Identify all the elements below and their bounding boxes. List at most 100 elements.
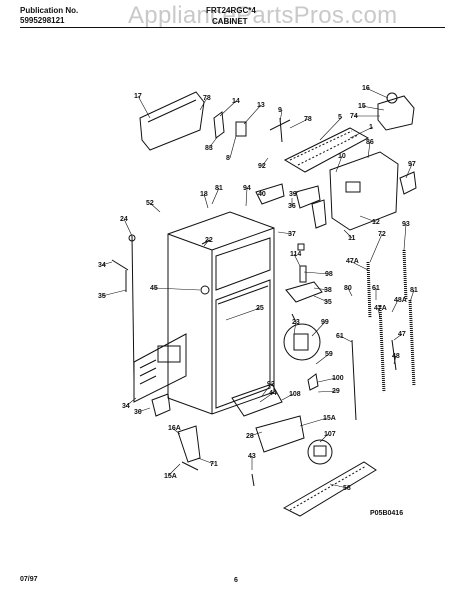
part-callout-40: 40 (258, 191, 266, 198)
part-callout-17: 17 (134, 93, 142, 100)
part-callout-28: 28 (246, 433, 254, 440)
hinge-part (231, 383, 283, 417)
leader-line (203, 239, 210, 247)
leader-line (313, 295, 329, 303)
leader-line (329, 483, 348, 489)
part-callout-29: 29 (332, 388, 340, 395)
leader-line (259, 392, 274, 403)
part-callout-34: 34 (98, 262, 106, 269)
leader-line (245, 187, 248, 207)
leader-line (315, 353, 330, 365)
light-shield-part (377, 95, 415, 131)
leader-line (137, 407, 151, 413)
bracket-part (213, 111, 225, 139)
part-callout-59: 59 (325, 351, 333, 358)
header-rule (20, 27, 445, 28)
publication-label: Publication No. (20, 6, 79, 15)
rail-part (366, 261, 372, 319)
part-callout-47: 47 (398, 331, 406, 338)
part-callout-30: 30 (134, 409, 142, 416)
part-callout-80: 80 (344, 285, 352, 292)
leader-line (125, 397, 137, 407)
leveler-part (177, 425, 201, 463)
leader-line (101, 289, 127, 297)
leader-line (292, 191, 299, 195)
leader-line (403, 223, 407, 251)
part-callout-86: 86 (366, 139, 374, 146)
part-callout-93: 93 (402, 221, 410, 228)
leader-line (359, 215, 377, 223)
part-callout-98: 98 (325, 271, 333, 278)
detail-magnifier (283, 323, 321, 361)
part-callout-23: 23 (292, 319, 300, 326)
part-callout-11: 11 (348, 235, 356, 242)
leader-line (203, 193, 209, 209)
part-callout-24: 24 (120, 216, 128, 223)
leader-line (319, 116, 343, 141)
leader-line (171, 427, 181, 435)
leader-line (153, 287, 201, 291)
leader-line (137, 95, 151, 119)
part-callout-1: 1 (369, 124, 373, 131)
leader-line (208, 135, 219, 149)
leader-line (393, 333, 403, 341)
part-callout-37: 37 (288, 231, 296, 238)
part-callout-12: 12 (372, 219, 380, 226)
part-callout-83: 83 (205, 145, 213, 152)
part-callout-44: 44 (269, 390, 277, 397)
leader-line (289, 118, 309, 129)
leader-line (367, 141, 371, 159)
part-callout-107: 107 (324, 431, 336, 438)
leader-line (229, 135, 237, 159)
control-housing-part (329, 151, 399, 231)
part-callout-47a: 47A (374, 305, 387, 312)
rear-panel-part (133, 333, 187, 403)
part-callout-45: 45 (150, 285, 158, 292)
leader-line (261, 383, 272, 397)
part-callout-35: 35 (324, 299, 332, 306)
part-callout-92: 92 (258, 163, 266, 170)
fan-blade-part (269, 117, 291, 143)
leader-line (243, 104, 262, 125)
leader-line (365, 87, 389, 99)
leader-line (249, 431, 263, 437)
leader-line (313, 287, 329, 291)
part-callout-15a: 15A (164, 473, 177, 480)
part-callout-16a: 16A (168, 425, 181, 432)
part-callout-48a: 48A (394, 297, 407, 304)
leader-line (199, 97, 208, 111)
leader-line (303, 271, 330, 275)
part-callout-25: 25 (256, 305, 264, 312)
part-callout-58: 58 (343, 485, 351, 492)
evaporator-cover-part (283, 127, 370, 173)
leader-line (101, 261, 113, 266)
leader-line (293, 321, 297, 335)
leader-line (393, 355, 397, 365)
leader-line (317, 390, 337, 393)
leader-line (369, 233, 383, 263)
leader-line (293, 253, 301, 267)
leader-line (377, 307, 381, 319)
part-callout-71: 71 (210, 461, 218, 468)
leader-line (211, 187, 220, 205)
part-callout-5: 5 (338, 114, 342, 121)
part-callout-114: 114 (290, 251, 301, 258)
leader-line (167, 463, 181, 477)
leader-line (391, 299, 399, 313)
leader-line (409, 289, 415, 303)
part-callout-8: 8 (226, 155, 230, 162)
part-callout-39: 39 (289, 191, 297, 198)
part-callout-81: 81 (215, 185, 223, 192)
drain-tube-part (131, 235, 135, 381)
watermark-text: AppliancePartsPros.com (128, 2, 398, 29)
leader-line (299, 417, 328, 427)
part-callout-100: 100 (332, 375, 344, 382)
part-callout-9: 9 (278, 107, 282, 114)
footer-date: 07/97 (20, 576, 38, 583)
part-callout-108: 108 (289, 391, 301, 398)
leader-line (219, 100, 237, 117)
part-callout-78: 78 (203, 95, 211, 102)
leader-line (281, 393, 294, 401)
leader-line (225, 307, 261, 321)
part-callout-34: 34 (122, 403, 130, 410)
